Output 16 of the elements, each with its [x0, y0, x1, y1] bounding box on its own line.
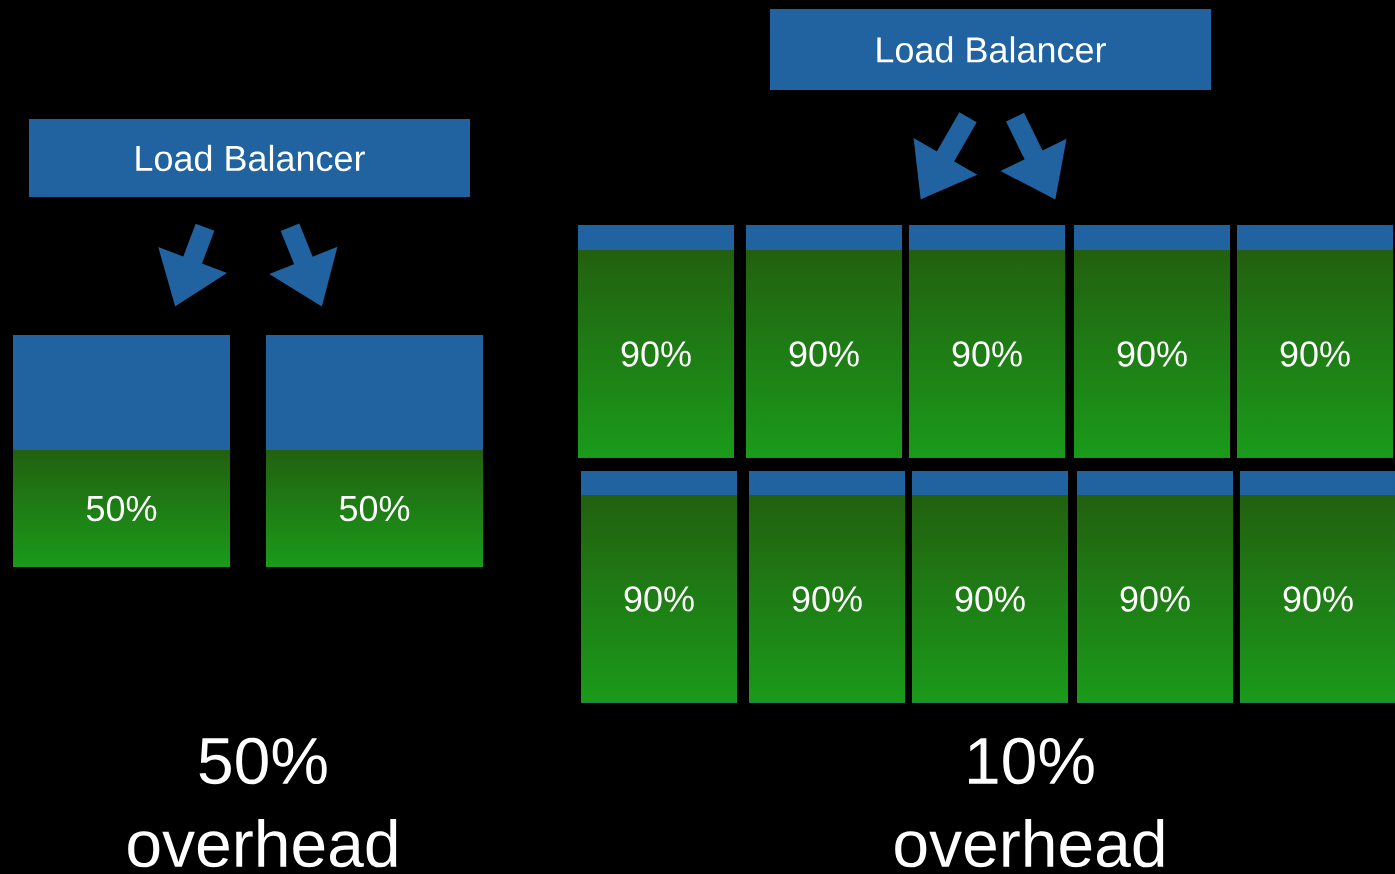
- server-box: 90%: [1237, 225, 1393, 458]
- caption-text: 50% overhead: [128, 737, 397, 868]
- server-box: 90%: [749, 471, 905, 703]
- server-box: 90%: [1077, 471, 1233, 703]
- server-box: 90%: [909, 225, 1065, 458]
- server-box: 50%: [13, 335, 230, 567]
- load-balancer-box: Load Balancer: [770, 9, 1211, 90]
- server-box: 90%: [746, 225, 902, 458]
- server-box: 90%: [912, 471, 1068, 703]
- load-balancer-box: Load Balancer: [29, 119, 470, 197]
- server-box: 50%: [266, 335, 483, 567]
- server-box: 90%: [581, 471, 737, 703]
- server-box: 90%: [578, 225, 734, 458]
- caption-text: 10% overhead: [895, 737, 1164, 868]
- server-box: 90%: [1074, 225, 1230, 458]
- server-box: 90%: [1240, 471, 1395, 703]
